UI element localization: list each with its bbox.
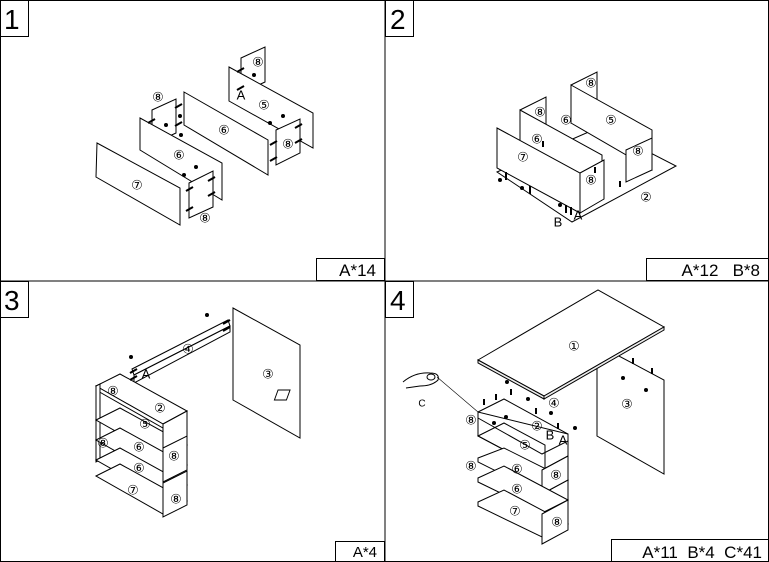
dowel-marks <box>483 358 653 430</box>
part-label: ⑤ <box>139 418 151 433</box>
step-3-hardware-box: A*4 <box>335 541 385 562</box>
step-3-hardware: A*4 <box>353 544 377 561</box>
board-3 <box>596 354 665 475</box>
part-label: ⑧ <box>534 106 546 121</box>
hardware-letter: B <box>554 214 563 229</box>
step-2-number: 2 <box>390 4 406 35</box>
step-2-drawing: ⑧ ⑧ ⑥ ⑤ ⑥ ⑧ ⑦ ⑧ ② A B <box>495 71 678 229</box>
part-label: ⑥ <box>133 462 145 477</box>
step-4-hardware-box: A*11 B*4 C*41 <box>611 539 769 562</box>
panel-8 <box>541 499 569 545</box>
panel-8 <box>625 137 653 183</box>
part-label: ⑧ <box>585 77 597 92</box>
board-3 <box>232 307 301 439</box>
dowel-marks <box>129 313 231 381</box>
dowel-marks <box>147 67 303 212</box>
part-label: ⑤ <box>258 99 270 114</box>
step-4-number: 4 <box>390 285 406 316</box>
step-2-number-box: 2 <box>385 0 414 37</box>
part-label: ③ <box>621 398 633 413</box>
board-7 <box>95 142 181 226</box>
part-label: ④ <box>182 343 194 358</box>
panel-8 <box>188 170 214 219</box>
panel-8 <box>162 470 188 518</box>
panel-8 <box>275 118 301 166</box>
part-label: ⑧ <box>252 56 264 71</box>
step-4-drawing: ① ④ ③ ⑧ ② ⑤ ⑧ ⑥ ⑧ ⑥ ⑦ ⑧ B A C <box>273 289 666 545</box>
step-3-number: 3 <box>4 285 20 316</box>
part-label: ⑧ <box>107 385 119 400</box>
part-label: ⑧ <box>282 138 294 153</box>
part-label: ⑧ <box>465 414 477 429</box>
part-label: ⑧ <box>550 469 562 484</box>
part-label: ⑧ <box>632 145 644 160</box>
part-label: ⑥ <box>218 124 230 139</box>
panel-8 <box>579 159 605 214</box>
step-2-hardware: A*12 B*8 <box>682 261 760 280</box>
part-label: ④ <box>548 397 560 412</box>
board-4 <box>133 325 231 384</box>
part-label: ⑧ <box>585 174 597 189</box>
dowel-marks <box>498 141 621 215</box>
part-label: ⑤ <box>605 114 617 129</box>
part-label: ⑧ <box>168 450 180 465</box>
part-label: ① <box>568 340 580 355</box>
part-label: ⑧ <box>152 91 164 106</box>
part-label: ⑥ <box>511 483 523 498</box>
step-4-hardware: A*11 B*4 C*41 <box>642 543 762 562</box>
part-label: ⑥ <box>133 441 145 456</box>
part-label: ⑦ <box>509 505 521 520</box>
hardware-letter: A <box>237 87 246 102</box>
part-label: ⑧ <box>170 493 182 508</box>
part-label: ② <box>531 420 543 435</box>
part-label: ⑥ <box>531 133 543 148</box>
part-label: ⑧ <box>199 212 211 227</box>
step-1-hardware: A*14 <box>339 261 376 280</box>
step-3-number-box: 3 <box>0 281 29 318</box>
part-label: ⑦ <box>131 179 143 194</box>
panel-8 <box>162 435 188 483</box>
part-label: ② <box>154 402 166 417</box>
step-1-hardware-box: A*14 <box>316 258 385 281</box>
hand-applying-cap-icon <box>273 372 479 413</box>
board-1-edge <box>543 326 665 400</box>
part-label: ⑦ <box>517 151 529 166</box>
part-label: ⑤ <box>519 439 531 454</box>
part-label: ⑦ <box>127 484 139 499</box>
step-3-drawing: ④ ③ ⑧ ② ⑤ ⑧ ⑥ ⑧ ⑥ ⑦ ⑧ A <box>94 307 301 518</box>
hardware-letter: A <box>142 366 151 381</box>
step-2-hardware-box: A*12 B*8 <box>646 258 769 281</box>
part-label: ⑧ <box>465 460 477 475</box>
step-1-number: 1 <box>4 4 20 35</box>
hardware-letter: A <box>574 207 583 222</box>
part-label: ③ <box>262 368 274 383</box>
cap-sheet-icon <box>273 389 291 401</box>
part-label: ⑥ <box>173 149 185 164</box>
part-label: ⑥ <box>511 463 523 478</box>
part-label: ⑧ <box>97 437 109 452</box>
hardware-letter: B <box>546 427 555 442</box>
board-6 <box>183 91 269 176</box>
step-1-drawing: ⑧ A ⑤ ⑧ ⑥ ⑧ ⑥ ⑦ ⑧ <box>95 46 314 227</box>
hardware-letter: C <box>418 399 425 410</box>
step-1-number-box: 1 <box>0 0 29 37</box>
hardware-letter: A <box>559 432 568 447</box>
part-label: ⑥ <box>560 114 572 129</box>
step-4-number-box: 4 <box>385 281 414 318</box>
part-label: ② <box>640 191 652 206</box>
part-label: ⑧ <box>551 516 563 531</box>
